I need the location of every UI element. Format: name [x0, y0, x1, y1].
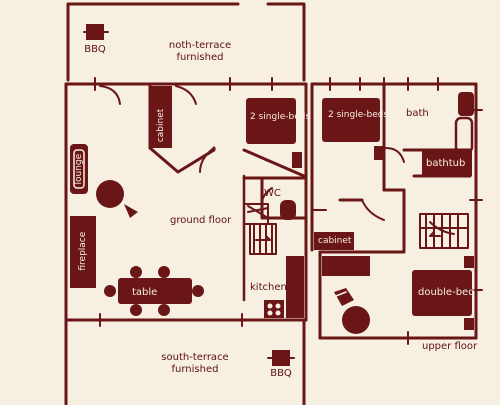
wc-room [243, 176, 306, 225]
stairs-upper [419, 213, 469, 249]
wc-label: WC [264, 188, 281, 199]
beds-upper [322, 98, 380, 142]
bbq-north [83, 24, 109, 40]
round-table [96, 180, 124, 208]
upper-bedroom-furniture [322, 256, 474, 334]
bath-label: bath [406, 108, 429, 119]
bbq-south [267, 350, 295, 366]
lounge-label: lounge [73, 153, 84, 185]
dining-table [104, 266, 204, 316]
beds-ground-label: 2 single-beds [250, 112, 311, 122]
bath-fixtures [422, 92, 474, 176]
fireplace-label: fireplace [77, 231, 88, 271]
table-label: table [132, 287, 158, 298]
kitchen-label: kitchen [250, 282, 287, 293]
north-terrace-label: noth-terrace furnished [168, 40, 232, 63]
upper-floor-label: upper floor [422, 341, 478, 352]
bbq-north-label: BBQ [84, 44, 106, 55]
armchair [124, 204, 138, 218]
bathtub-label: bathtub [426, 158, 466, 169]
stairs-ground [249, 223, 277, 255]
nightstand-ground [292, 152, 302, 168]
ground-floor-label: ground floor [170, 215, 232, 226]
nightstand-upper [374, 146, 384, 160]
north-terrace-outline [66, 2, 306, 82]
fireplace [70, 216, 96, 288]
south-terrace-label: south-terrace furnished [161, 352, 229, 375]
cabinet-upper-label: cabinet [318, 236, 352, 246]
cabinet-upper [314, 232, 354, 250]
beds-ground [246, 98, 296, 144]
inner-walls-ground [148, 84, 306, 302]
cabinet-ground-label: cabinet [155, 108, 166, 143]
beds-upper-label: 2 single-beds [328, 110, 389, 120]
bbq-south-label: BBQ [270, 368, 292, 379]
ground-floor-walls [64, 77, 308, 405]
kitchen-counter [264, 256, 304, 318]
cabinet-ground [150, 86, 172, 148]
double-bed-label: double-bed [418, 287, 475, 298]
lounge-sofa [70, 144, 88, 194]
